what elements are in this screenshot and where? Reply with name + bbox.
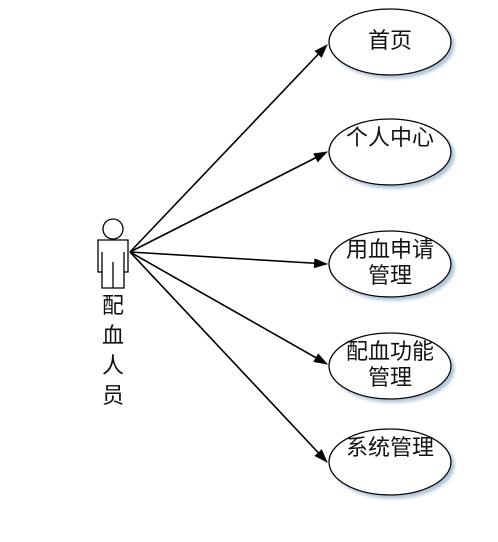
use-case-label-personal-center: 个人中心: [345, 126, 434, 151]
association-arrow: [129, 251, 328, 365]
use-case-ellipse: [328, 230, 452, 298]
use-case-ellipse: [328, 8, 452, 76]
association-arrow: [129, 151, 328, 253]
use-case-ellipse: [328, 332, 452, 400]
association-arrow: [129, 251, 328, 269]
use-case-ellipse: [328, 428, 452, 496]
use-case-label-system-management: 系统管理: [345, 436, 434, 461]
actor-head: [102, 218, 124, 240]
associations: [129, 44, 328, 463]
use-case-label-blood-request-management: 用血申请管理: [345, 238, 434, 289]
use-case-label-blood-matching-management: 配血功能管理: [345, 340, 434, 391]
use-case-ellipse: [328, 118, 452, 186]
actor-figure: [97, 218, 129, 289]
association-arrow: [129, 251, 328, 463]
use-case-label-home: 首页: [367, 29, 412, 54]
actor-label: 配血人员: [101, 294, 124, 409]
association-arrow: [129, 44, 328, 253]
use-case-ellipses: [328, 8, 452, 496]
